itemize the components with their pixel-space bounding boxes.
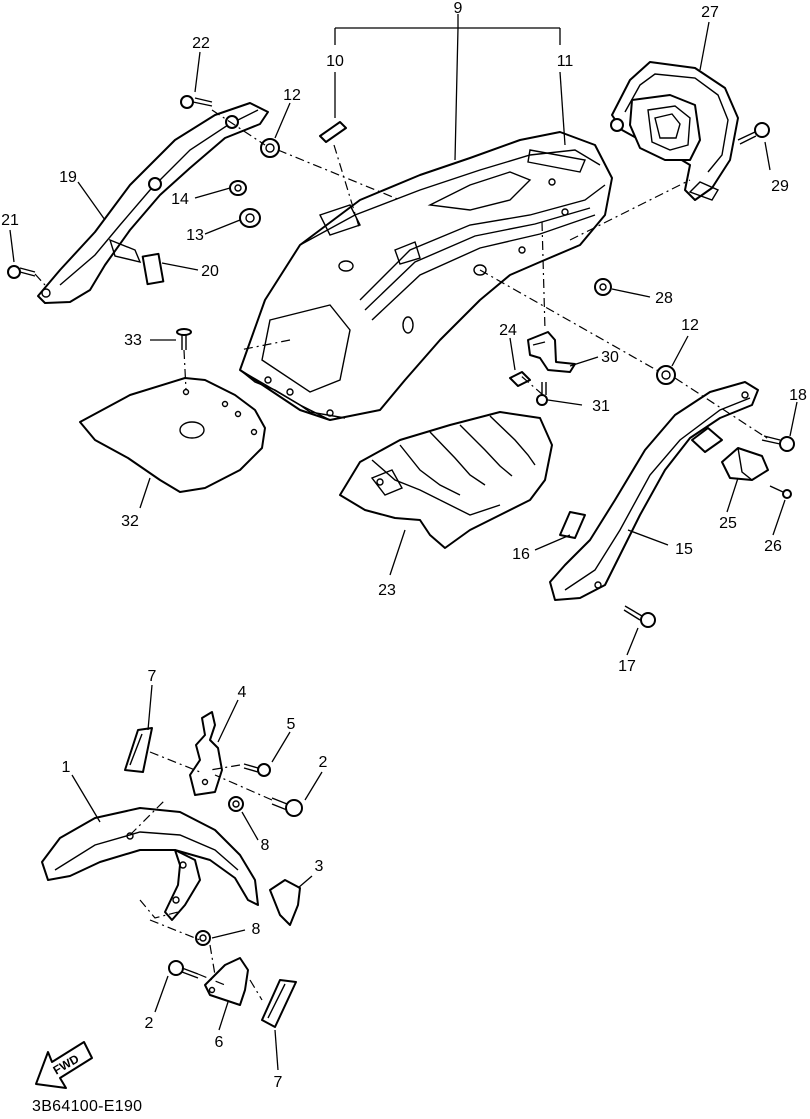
bolts xyxy=(7,95,795,979)
callout-11: 11 xyxy=(557,53,574,70)
rear-fender-part-9 xyxy=(239,131,613,421)
callout-20: 20 xyxy=(201,263,219,280)
callout-12-top: 12 xyxy=(283,87,301,104)
stay-part-6 xyxy=(204,957,249,1006)
callout-7-top: 7 xyxy=(148,668,157,685)
callout-labels: 9 10 11 27 22 12 19 14 13 21 20 29 28 33… xyxy=(1,0,807,1091)
grommet-part-12-right xyxy=(656,365,676,385)
callout-30: 30 xyxy=(601,349,619,366)
grab-bar-left-part-19 xyxy=(37,102,269,304)
reflector-part-7-top xyxy=(124,727,153,773)
callout-6: 6 xyxy=(215,1034,224,1051)
nut-part-8-top xyxy=(228,796,244,812)
callout-7-bottom: 7 xyxy=(274,1074,283,1091)
emblem-part-10 xyxy=(319,121,347,143)
bracket-part-25 xyxy=(691,427,769,481)
bolt-part-31 xyxy=(536,382,548,406)
callout-8-bottom: 8 xyxy=(252,921,261,938)
callout-8-top: 8 xyxy=(261,837,270,854)
reflector-part-7-bottom xyxy=(261,979,297,1028)
bolt-part-21 xyxy=(7,265,36,279)
reflector-part-20 xyxy=(141,252,165,286)
callout-24: 24 xyxy=(499,322,517,339)
bolt-part-33 xyxy=(176,328,192,350)
callout-12-right: 12 xyxy=(681,317,699,334)
callout-26: 26 xyxy=(764,538,782,555)
callout-29: 29 xyxy=(771,178,789,195)
leader-lines xyxy=(9,14,798,1071)
callout-31: 31 xyxy=(592,398,610,415)
callout-5: 5 xyxy=(287,716,296,733)
nut-part-8-bottom xyxy=(195,930,211,946)
collar-part-13 xyxy=(239,208,261,228)
callout-10: 10 xyxy=(326,53,344,70)
bolt-part-5 xyxy=(243,763,271,777)
bolt-part-17 xyxy=(623,605,656,628)
bolt-part-22 xyxy=(180,95,213,109)
license-bracket-part-32 xyxy=(79,377,266,493)
assembly-lines xyxy=(34,109,771,1001)
callout-2-top: 2 xyxy=(319,754,328,771)
callout-16: 16 xyxy=(512,546,530,563)
washer-part-14 xyxy=(229,180,247,196)
bolt-part-29 xyxy=(737,122,770,145)
callout-32: 32 xyxy=(121,513,139,530)
callout-15: 15 xyxy=(675,541,693,558)
front-fender-part-1 xyxy=(41,807,259,921)
callout-23: 23 xyxy=(378,582,396,599)
reflector-part-16 xyxy=(559,511,586,539)
bolt-part-26 xyxy=(769,485,792,499)
callout-14: 14 xyxy=(171,191,189,208)
tail-light-part-27 xyxy=(610,61,739,201)
flap-part-23 xyxy=(339,411,553,549)
nut-part-24 xyxy=(509,371,531,387)
callout-9: 9 xyxy=(454,0,463,17)
callout-19: 19 xyxy=(59,169,77,186)
callout-2-bottom: 2 xyxy=(145,1015,154,1032)
callout-27: 27 xyxy=(701,4,719,21)
callout-13: 13 xyxy=(186,227,204,244)
callout-28: 28 xyxy=(655,290,673,307)
grab-bar-right-part-15 xyxy=(549,381,759,601)
callout-22: 22 xyxy=(192,35,210,52)
clamp-part-3 xyxy=(269,879,301,926)
callout-4: 4 xyxy=(238,684,247,701)
fwd-arrow-icon: FWD xyxy=(35,1041,93,1089)
callout-1: 1 xyxy=(62,759,71,776)
bracket-part-30 xyxy=(527,331,576,373)
callout-18: 18 xyxy=(789,387,807,404)
callout-25: 25 xyxy=(719,515,737,532)
drawing-code: 3B64100-E190 xyxy=(32,1098,143,1115)
bolt-part-2-top xyxy=(271,797,303,817)
grommet-part-12-top xyxy=(260,138,280,158)
bolt-part-2-bottom xyxy=(168,960,199,979)
stay-part-4 xyxy=(189,711,223,796)
callout-21: 21 xyxy=(1,212,19,229)
callout-17: 17 xyxy=(618,658,636,675)
nut-part-28 xyxy=(594,278,612,296)
bolt-part-18 xyxy=(761,435,795,452)
callout-3: 3 xyxy=(315,858,324,875)
callout-33: 33 xyxy=(124,332,142,349)
